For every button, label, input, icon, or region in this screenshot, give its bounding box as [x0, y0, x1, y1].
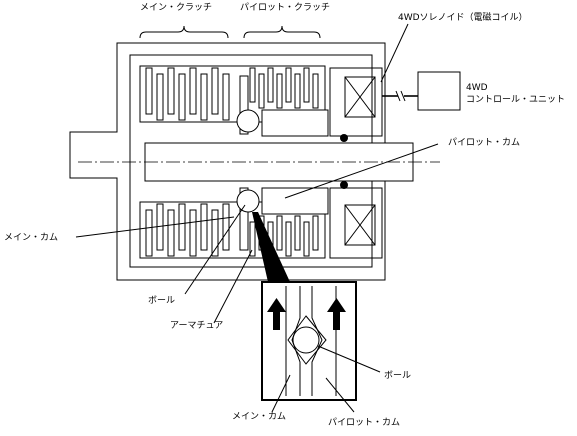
detail-pilot-cam-edge [311, 286, 323, 396]
solenoid-leader [380, 23, 409, 83]
upper-drum [139, 65, 326, 123]
pilot-cam-label: パイロット・カム [448, 138, 521, 148]
detail-pilot-cam-leader [325, 377, 355, 413]
armature-label: アーマチュア [170, 321, 224, 331]
ball-leader [184, 204, 246, 295]
lower-contact-dot [340, 181, 348, 189]
detail-ball [292, 326, 320, 354]
pilot-clutch-label: パイロット・クラッチ [240, 3, 331, 13]
detail-callout-wedge [252, 212, 290, 282]
upper-armature-plate [239, 75, 249, 135]
detail-ball-diamond [287, 315, 327, 365]
upper-coil [344, 76, 376, 118]
armature-plate [239, 187, 249, 251]
detail-main-cam-label: メイン・カム [232, 412, 287, 422]
detail-main-cam-edge [291, 286, 301, 396]
detail-arrow-left [267, 298, 286, 330]
upper-solenoid-housing [329, 67, 383, 137]
detail-main-cam-leader [271, 374, 291, 413]
control-unit-box [417, 71, 461, 111]
lower-pilot-cam [261, 187, 329, 215]
detail-arrow-right [327, 298, 346, 330]
upper-ball [236, 109, 260, 133]
main-clutch-plates-upper [145, 67, 230, 121]
main-cam-leader [75, 216, 235, 238]
housing-outline [69, 42, 386, 281]
pilot-clutch-plates-upper [249, 67, 319, 109]
solenoid-label: 4WDソレノイド（電磁コイル） [398, 13, 528, 23]
lower-coil [344, 204, 376, 246]
main-clutch-plates-lower [145, 203, 230, 257]
pilot-cam-leader [284, 143, 439, 199]
pilot-clutch-brace [243, 25, 321, 39]
main-clutch-brace [139, 25, 229, 39]
lower-ball [236, 189, 260, 213]
detail-pilot-cam-label: パイロット・カム [328, 418, 401, 428]
lower-drum [139, 201, 326, 259]
lower-solenoid-housing [329, 187, 383, 259]
main-cam-label: メイン・カム [4, 233, 59, 243]
armature-leader [213, 249, 253, 324]
upper-pilot-cam [261, 109, 329, 137]
control-unit-label-line2: コントロール・ユニット [466, 95, 566, 105]
detail-ball-label: ボール [384, 371, 412, 381]
ball-label: ボール [148, 296, 176, 306]
detail-ball-leader [317, 345, 381, 373]
control-unit-label-line1: 4WD [466, 83, 488, 93]
main-clutch-label: メイン・クラッチ [140, 3, 213, 13]
upper-contact-dot [340, 134, 348, 142]
